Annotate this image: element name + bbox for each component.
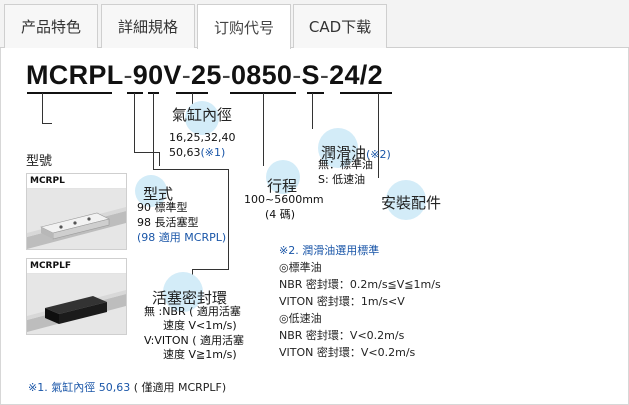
code-mount: 24/2 (329, 60, 383, 90)
type-note: (98 適用 MCRPL) (137, 231, 227, 244)
model-label: 型號 (26, 154, 53, 169)
leader-mount (378, 93, 379, 178)
code-model: MCRPL (26, 60, 124, 90)
underline-mount (340, 92, 392, 94)
note-line: NBR 密封環：0.2m/s≦V≦1m/s (279, 278, 441, 292)
lube-label: 潤滑油 (321, 144, 367, 162)
lube-note-mark: (※2) (366, 148, 391, 161)
tab-order-code[interactable]: 订购代号 (197, 4, 291, 49)
type-option: 90 標準型 (137, 201, 188, 214)
leader-model (42, 123, 52, 124)
note-line: NBR 密封環：V<0.2m/s (279, 329, 405, 343)
note-line: VITON 密封環：1m/s<V (279, 295, 405, 309)
tab-bar: 产品特色 詳細規格 订购代号 CAD下载 (0, 0, 629, 49)
leader-lube (312, 93, 313, 129)
bore-bubble (185, 101, 219, 135)
rodless-cylinder-icon (27, 274, 126, 334)
underline-lube (307, 92, 324, 94)
leader-seal (228, 169, 229, 269)
leader-bore (192, 93, 193, 105)
bore-label: 氣缸內徑 (172, 106, 233, 124)
bore-note: ※1. 氣缸內徑 50,63 ( 僅適用 MCRPLF) (28, 379, 226, 396)
tab-label: 订购代号 (213, 18, 274, 37)
seal-option: 無 :NBR ( 適用活塞 (144, 305, 241, 318)
type-bubble (135, 175, 167, 207)
leader-seal (192, 269, 229, 270)
note-heading: ※2. 潤滑油選用標準 (279, 244, 380, 257)
note-line: ◎標準油 (279, 261, 322, 275)
product-card-mcrpl: MCRPL (26, 173, 127, 250)
stroke-bubble (266, 160, 300, 194)
seal-label: 活塞密封環 (152, 289, 228, 307)
leader-type (134, 93, 135, 152)
code-separator: - (221, 60, 231, 90)
seal-bubble (163, 272, 203, 312)
code-stroke: 0850 (230, 60, 293, 90)
lube-option: S: 低速油 (318, 173, 366, 186)
leader-seal (153, 93, 154, 169)
code-lube: S (301, 60, 320, 90)
underline-type (127, 92, 143, 94)
leader-type (134, 152, 159, 153)
code-separator: - (181, 60, 192, 90)
seal-speed: 速度 V<1m/s) (163, 319, 237, 332)
lube-bubble (318, 128, 358, 168)
product-image-mcrplf (27, 274, 126, 334)
mount-label: 安裝配件 (381, 194, 442, 212)
tab-specifications[interactable]: 詳細規格 (101, 4, 195, 48)
type-label: 型式 (143, 185, 174, 203)
bore-value: 50,63 (169, 146, 201, 159)
leader-model (42, 93, 43, 123)
product-card-mcrplf: MCRPLF (26, 258, 127, 335)
leader-stroke (263, 93, 264, 166)
note-line: ( 僅適用 MCRPLF) (130, 381, 227, 394)
seal-speed: 速度 V≧1m/s) (163, 348, 237, 361)
code-separator: - (123, 60, 133, 90)
order-code: MCRPL-90V-25-0850-S-24/2 (26, 60, 383, 91)
note-heading: ※1. 氣缸內徑 50,63 (28, 381, 131, 394)
underline-model (27, 92, 112, 94)
leader-type (159, 152, 160, 166)
code-separator: - (319, 60, 330, 90)
tab-label: 产品特色 (20, 18, 81, 36)
lube-label-row: 潤滑油(※2) (321, 142, 391, 163)
lube-selection-note: ※2. 潤滑油選用標準 ◎標準油 NBR 密封環：0.2m/s≦V≦1m/s V… (279, 242, 441, 361)
stroke-range: 100~5600mm (244, 193, 324, 206)
note-line: ◎低速油 (279, 312, 322, 326)
rodless-cylinder-icon (27, 189, 126, 249)
bore-options-2: 50,63(※1) (169, 146, 225, 161)
mount-bubble (386, 180, 426, 220)
seal-option: V:VITON ( 適用活塞 (144, 334, 244, 347)
bore-options: 16,25,32,40 (169, 131, 236, 144)
code-type-seal: 90V (132, 60, 182, 90)
stroke-label: 行程 (267, 177, 298, 195)
lube-option: 無：標準油 (318, 158, 373, 171)
product-image-mcrpl (27, 189, 126, 249)
code-bore: 25 (191, 60, 222, 90)
note-line: VITON 密封環：V<0.2m/s (279, 346, 416, 360)
type-option: 98 長活塞型 (137, 216, 199, 229)
tab-label: 詳細規格 (117, 18, 178, 36)
leader-seal (153, 169, 228, 170)
product-name: MCRPLF (27, 259, 126, 274)
stroke-digits: (4 碼) (265, 208, 296, 221)
bore-note-mark: (※1) (200, 146, 226, 159)
tab-features[interactable]: 产品特色 (4, 4, 98, 48)
tab-label: CAD下载 (308, 18, 372, 36)
product-name: MCRPL (27, 174, 126, 189)
tab-cad-download[interactable]: CAD下载 (293, 4, 387, 48)
code-separator: - (292, 60, 302, 90)
